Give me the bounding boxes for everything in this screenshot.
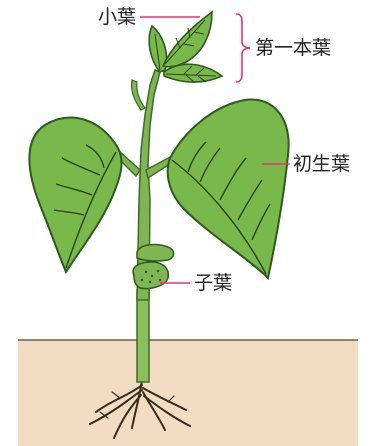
label-first-compound-leaf: 第一本葉 [255, 39, 331, 58]
primary-leaf-left [29, 118, 121, 272]
label-leaflet: 小葉 [98, 8, 136, 27]
soil [18, 340, 358, 446]
axillary-stub [131, 80, 145, 110]
cotyledon-upper [137, 245, 174, 262]
label-primary-leaf: 初生葉 [293, 155, 350, 174]
bracket-first-compound-leaf [236, 14, 250, 82]
label-cotyledon: 子葉 [194, 274, 232, 293]
leaflet-right [164, 64, 222, 82]
cotyledon-lower [133, 262, 168, 289]
stem-base [137, 290, 149, 382]
primary-leaf-right [168, 100, 289, 278]
